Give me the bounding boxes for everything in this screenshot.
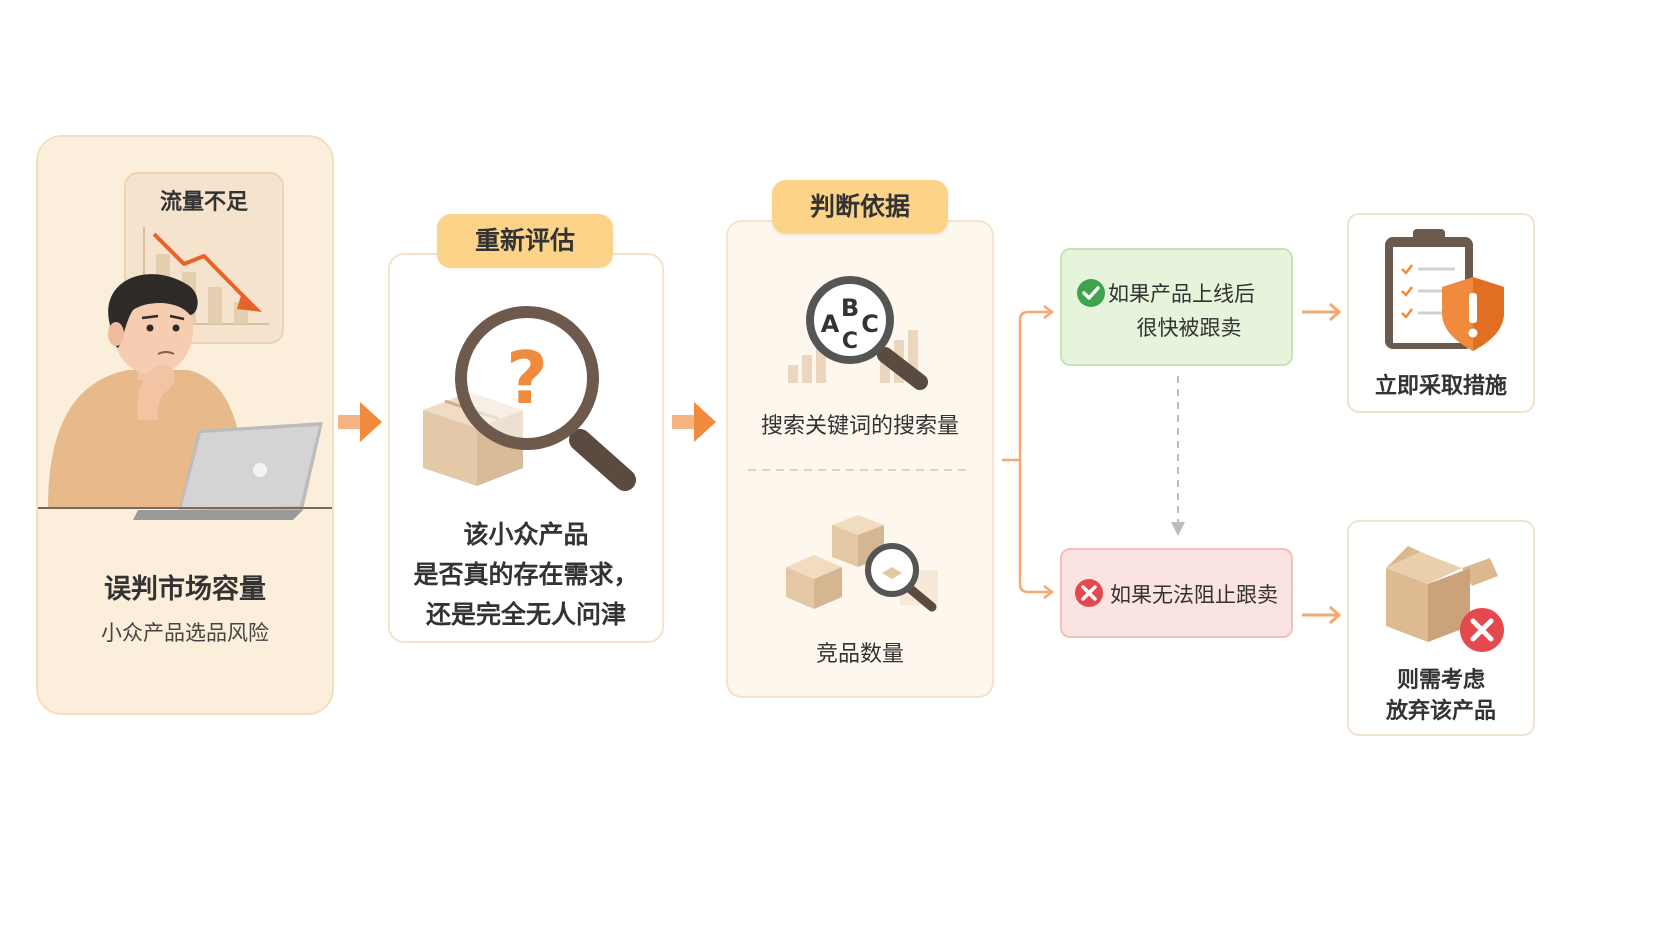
flow-arrow-1	[338, 402, 382, 442]
branch-connector	[1002, 305, 1055, 599]
svg-text:C: C	[861, 310, 879, 338]
competitor-count-label: 竞品数量	[815, 642, 904, 667]
dashed-down-arrow	[1171, 376, 1185, 536]
confused-person-icon	[38, 274, 332, 520]
keyword-search-volume-label: 搜索关键词的搜索量	[760, 414, 959, 439]
reassess-question-line2: 是否真的存在需求，	[413, 560, 639, 589]
competitor-boxes-icon	[786, 515, 938, 612]
cross-icon	[1075, 579, 1103, 607]
reassess-question-line1: 该小众产品	[463, 520, 589, 549]
magnifier-question-icon: ?	[423, 306, 636, 491]
check-icon	[1077, 279, 1105, 307]
flow-arrow-2	[672, 402, 716, 442]
arrow-to-result-top	[1302, 302, 1342, 322]
panel1-subtitle: 小众产品选品风险	[101, 621, 269, 645]
reassess-question-line3: 还是完全无人问津	[425, 600, 626, 629]
open-box-cross-icon	[1386, 546, 1504, 652]
traffic-insufficient-label: 流量不足	[159, 190, 248, 215]
svg-text:?: ?	[506, 336, 548, 420]
branch-bottom-text: 如果无法阻止跟卖	[1110, 583, 1278, 607]
judgement-basis-tag: 判断依据	[772, 180, 948, 234]
arrow-to-result-bottom	[1302, 605, 1342, 625]
reassess-tag: 重新评估	[437, 214, 613, 268]
svg-text:A: A	[821, 310, 840, 338]
result-abandon-text-line2: 放弃该产品	[1385, 699, 1496, 724]
svg-text:C: C	[842, 329, 858, 354]
svg-text:B: B	[841, 294, 859, 322]
panel1-title: 误判市场容量	[104, 574, 266, 605]
keyword-search-icon: A B C C	[788, 276, 928, 390]
clipboard-shield-icon	[1385, 229, 1504, 351]
branch-top-text-line1: 如果产品上线后	[1108, 282, 1255, 306]
branch-top-box	[1060, 248, 1293, 366]
result-abandon-text-line1: 则需考虑	[1396, 668, 1485, 693]
branch-top-text-line2: 很快被跟卖	[1136, 316, 1242, 340]
dashed-divider	[748, 469, 972, 471]
result-take-action-text: 立即采取措施	[1374, 374, 1507, 399]
